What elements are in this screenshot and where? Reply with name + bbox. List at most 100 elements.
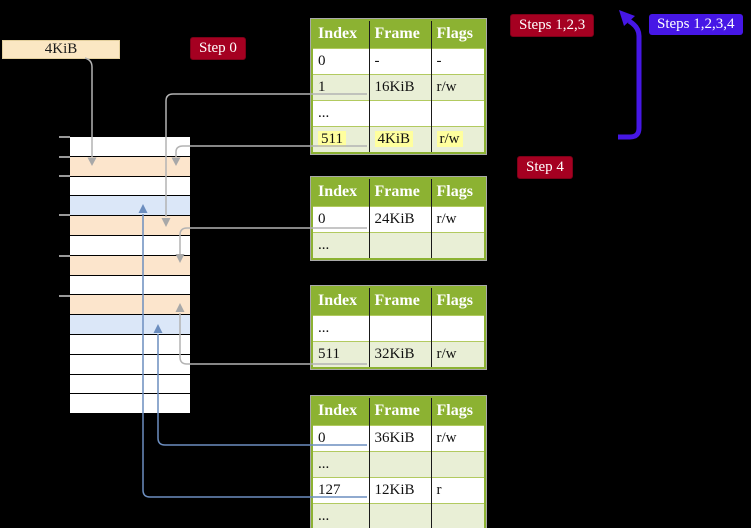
table-header-cell: Index: [313, 288, 370, 315]
table-cell: ...: [313, 450, 370, 477]
table-cell: [369, 502, 432, 528]
table-cell: r/w: [431, 205, 484, 232]
table-cell: [369, 314, 432, 341]
table-cell: 1: [313, 73, 370, 100]
highlighted-value: r/w: [436, 130, 463, 147]
step0-label: Step 0: [190, 37, 246, 60]
step4-label: Step 4: [517, 156, 573, 179]
table-header-cell: Frame: [369, 21, 432, 48]
memory-row-peach: [70, 156, 190, 177]
table-cell: r/w: [431, 125, 484, 152]
table-cell: [369, 99, 432, 126]
table-cell: 4KiB: [369, 125, 432, 152]
arrow-steps-up-to-table1: [618, 10, 642, 140]
memory-row-white: [70, 354, 190, 375]
memory-row-peach: [70, 255, 190, 276]
table-cell: 24KiB: [369, 205, 432, 232]
page-size-box: 4KiB: [2, 40, 120, 59]
table-cell: [369, 450, 432, 477]
memory-row-white: [70, 275, 190, 296]
table-cell: [431, 450, 484, 477]
steps1234-label: Steps 1,2,3,4: [649, 14, 743, 35]
table-cell: r/w: [431, 340, 484, 367]
table-header-cell: Frame: [369, 179, 432, 206]
table-header-cell: Index: [313, 398, 370, 425]
table-cell: 127: [313, 476, 370, 503]
table-cell: ...: [313, 314, 370, 341]
table-row: ...: [313, 502, 484, 528]
address-tick: [59, 175, 70, 177]
address-tick: [59, 214, 70, 216]
table-cell: ...: [313, 231, 370, 258]
memory-row-white: [70, 334, 190, 355]
table-row: 0--: [313, 47, 484, 74]
memory-row-peach: [70, 295, 190, 316]
table-cell: [431, 502, 484, 528]
table-cell: [431, 231, 484, 258]
table-cell: 32KiB: [369, 340, 432, 367]
table-cell: ...: [313, 99, 370, 126]
table-header-cell: Flags: [431, 179, 484, 206]
highlighted-value: 4KiB: [374, 130, 414, 147]
table-cell: -: [369, 47, 432, 74]
table-row: ...: [313, 314, 484, 341]
table-cell: 0: [313, 205, 370, 232]
table-header-cell: Frame: [369, 398, 432, 425]
table-cell: 0: [313, 47, 370, 74]
table-cell: r: [431, 476, 484, 503]
memory-row-white: [70, 176, 190, 197]
table-cell: r/w: [431, 73, 484, 100]
memory-row-white: [70, 394, 190, 415]
table-header-cell: Flags: [431, 21, 484, 48]
address-tick: [59, 255, 70, 257]
table-cell: 12KiB: [369, 476, 432, 503]
memory-row-blue: [70, 196, 190, 217]
table-row: ...: [313, 99, 484, 126]
table-cell: ...: [313, 502, 370, 528]
table-cell: [369, 231, 432, 258]
memory-row-peach: [70, 216, 190, 236]
address-tick: [59, 156, 70, 158]
table-header-cell: Index: [313, 179, 370, 206]
table-cell: [431, 99, 484, 126]
table-cell: 36KiB: [369, 424, 432, 451]
memory-row-white: [70, 137, 190, 157]
table-cell: 511: [313, 125, 370, 152]
steps123-label: Steps 1,2,3: [510, 14, 595, 37]
memory-row-white: [70, 235, 190, 256]
table-header-cell: Flags: [431, 288, 484, 315]
table-header-cell: Index: [313, 21, 370, 48]
table-row: 511 4KiB r/w: [313, 125, 484, 152]
table-header-cell: Frame: [369, 288, 432, 315]
table-cell: 16KiB: [369, 73, 432, 100]
physical-memory-stack: [70, 137, 190, 415]
table-cell: -: [431, 47, 484, 74]
table-row: ...: [313, 450, 484, 477]
table-cell: [431, 314, 484, 341]
table-header-cell: Flags: [431, 398, 484, 425]
table-cell: 511: [313, 340, 370, 367]
highlighted-value: 511: [318, 130, 346, 147]
table-cell: 0: [313, 424, 370, 451]
address-tick: [59, 295, 70, 297]
memory-row-white: [70, 374, 190, 395]
table-cell: r/w: [431, 424, 484, 451]
